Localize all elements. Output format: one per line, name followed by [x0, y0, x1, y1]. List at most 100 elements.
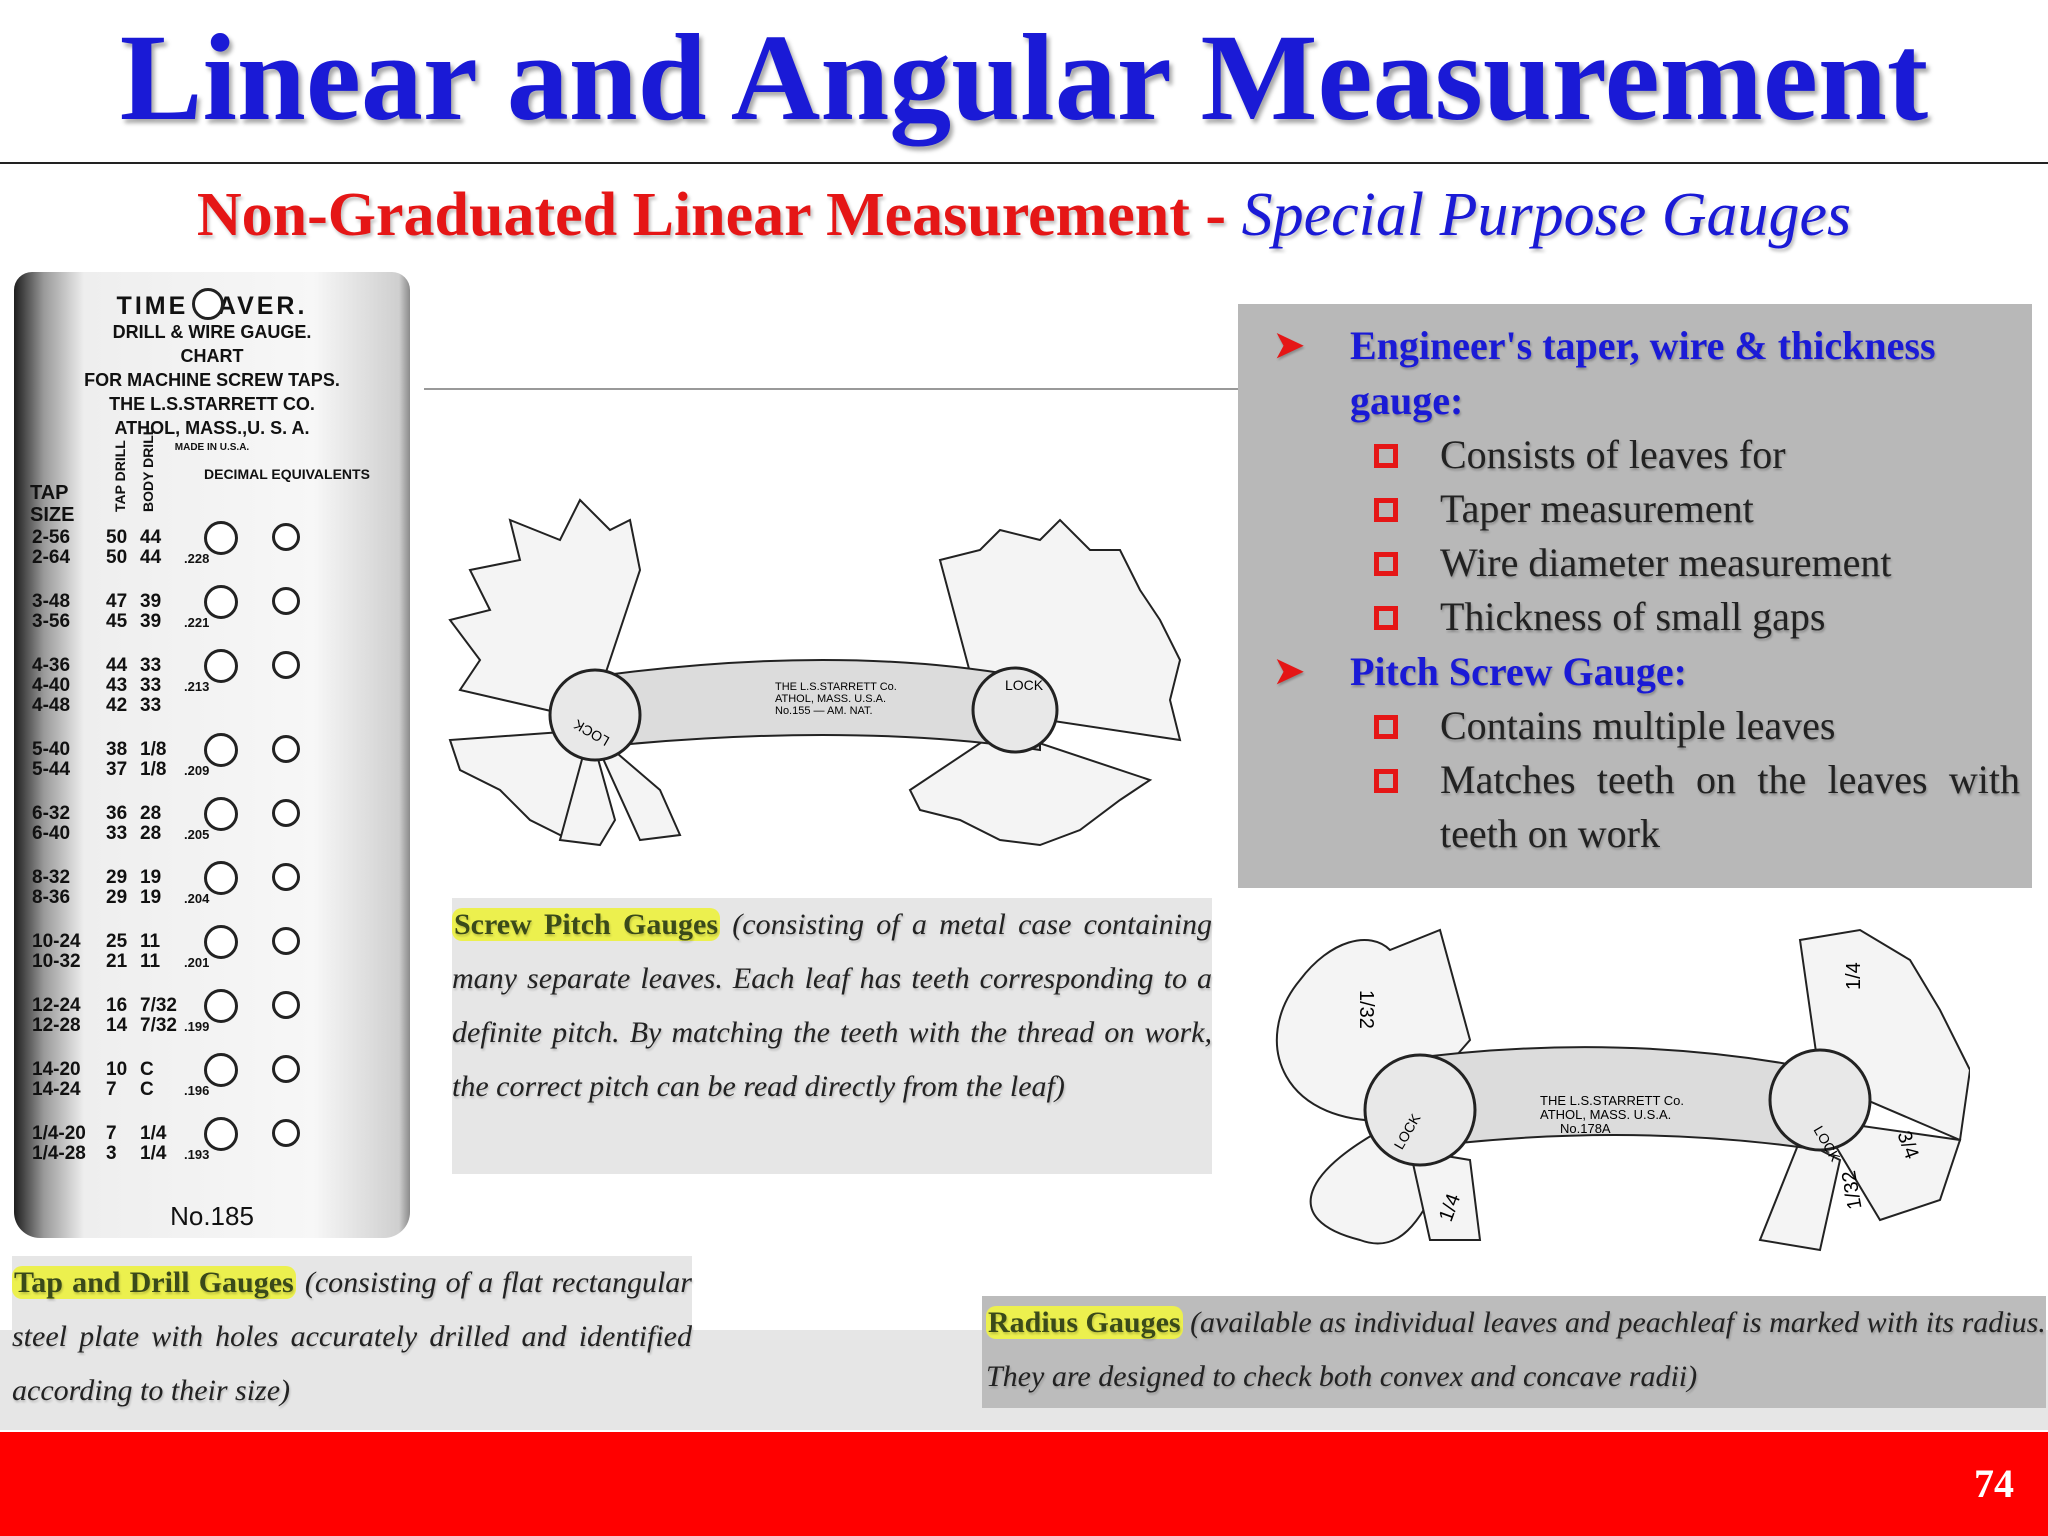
- checkbox-bullet-icon: [1374, 444, 1398, 468]
- drill-table-cell: 10-32: [32, 951, 81, 972]
- radius-text: (available as individual leaves and peac…: [986, 1306, 2046, 1393]
- drill-table-cell: 2-64: [32, 547, 71, 568]
- drill-table-cell: 36: [106, 803, 128, 824]
- drill-table-cell: 5-40: [32, 739, 71, 760]
- tap-drill-caption: Tap and Drill Gauges (consisting of a fl…: [12, 1256, 692, 1418]
- drill-table-cell: 14-24: [32, 1079, 81, 1100]
- drill-hole: [272, 523, 300, 551]
- drill-table-cell: 1/4: [140, 1143, 167, 1164]
- drill-table-cell: 4-36: [32, 655, 71, 676]
- drill-gauge-header-5: THE L.S.STARRETT CO.: [109, 394, 315, 414]
- divider-line: [424, 388, 1240, 390]
- drill-hole: [204, 989, 238, 1023]
- info-heading-1: ➤ Engineer's taper, wire & thickness gau…: [1254, 318, 2020, 428]
- drill-table-cell: 8-32: [32, 867, 71, 888]
- drill-decimal: .228: [184, 551, 210, 566]
- pitch-gauge-stamp-1: THE L.S.STARRETT Co.: [775, 681, 897, 693]
- tap-drill-text: (consisting of a flat rectangular steel …: [12, 1266, 692, 1407]
- screw-pitch-caption: Screw Pitch Gauges (consisting of a meta…: [452, 898, 1212, 1174]
- screw-pitch-highlight: Screw Pitch Gauges: [452, 908, 720, 941]
- drill-decimal: .196: [184, 1083, 210, 1098]
- tap-drill-highlight: Tap and Drill Gauges: [12, 1266, 296, 1299]
- drill-table-cell: 3-56: [32, 611, 71, 632]
- info-item: Taper measurement: [1254, 482, 2020, 536]
- drill-decimal: .213: [184, 679, 210, 694]
- drill-table-cell: 6-40: [32, 823, 71, 844]
- info-item: Consists of leaves for: [1254, 428, 2020, 482]
- checkbox-bullet-icon: [1374, 769, 1398, 793]
- drill-table-cell: 1/8: [140, 759, 167, 780]
- drill-table-cell: C: [140, 1079, 154, 1100]
- drill-decimal: .221: [184, 615, 210, 630]
- checkbox-bullet-icon: [1374, 715, 1398, 739]
- radius-gauge-image: LOCK LOCK THE L.S.STARRETT Co. ATHOL, MA…: [1276, 928, 1970, 1252]
- drill-table-cell: 44: [140, 547, 162, 568]
- drill-table-cell: 43: [106, 675, 128, 696]
- drill-hole: [204, 585, 238, 619]
- drill-table-cell: 19: [140, 867, 162, 888]
- subtitle-italic: Special Purpose Gauges: [1241, 181, 1852, 249]
- drill-table-cell: 44: [140, 527, 162, 548]
- drill-table-cell: 16: [106, 995, 128, 1016]
- page-number: 74: [1974, 1461, 2014, 1506]
- drill-table-cell: 29: [106, 867, 128, 888]
- drill-table-cell: 6-32: [32, 803, 71, 824]
- drill-table-cell: 4-40: [32, 675, 71, 696]
- drill-table-cell: 33: [140, 695, 162, 716]
- drill-table-cell: 1/8: [140, 739, 167, 760]
- drill-table-cell: 7/32: [140, 1015, 177, 1036]
- screw-pitch-text: (consisting of a metal case containing m…: [452, 908, 1212, 1103]
- info-item: Contains multiple leaves: [1254, 699, 2020, 753]
- drill-table-cell: 4-48: [32, 695, 71, 716]
- radius-gauge-stamp-1: THE L.S.STARRETT Co.: [1540, 1093, 1684, 1108]
- drill-gauge-image: TIME SAVER. DRILL & WIRE GAUGE. CHART FO…: [14, 272, 410, 1238]
- arrow-bullet-icon: ➤: [1274, 651, 1305, 691]
- footer-bar: [0, 1432, 2048, 1536]
- drill-table-cell: 8-36: [32, 887, 71, 908]
- drill-table-cell: 12-28: [32, 1015, 81, 1036]
- drill-table-cell: 7: [106, 1123, 117, 1144]
- drill-hole: [272, 799, 300, 827]
- checkbox-bullet-icon: [1374, 606, 1398, 630]
- screw-pitch-gauge-image: LOCK LOCK THE L.S.STARRETT Co. ATHOL, MA…: [448, 498, 1182, 847]
- column-header-tap-size: TAP SIZE: [30, 482, 75, 526]
- drill-hole: [204, 649, 238, 683]
- info-heading-2: ➤ Pitch Screw Gauge:: [1254, 644, 2020, 699]
- drill-hole: [272, 1055, 300, 1083]
- drill-table-cell: 14: [106, 1015, 128, 1036]
- drill-table-cell: 21: [106, 951, 128, 972]
- drill-table-cell: 33: [140, 655, 162, 676]
- drill-table-cell: 29: [106, 887, 128, 908]
- drill-gauge-header-4: FOR MACHINE SCREW TAPS.: [84, 370, 340, 390]
- drill-table-cell: 39: [140, 591, 162, 612]
- drill-hole: [204, 925, 238, 959]
- drill-table-cell: 1/4-20: [32, 1123, 86, 1144]
- drill-hole: [204, 797, 238, 831]
- drill-hole: [272, 651, 300, 679]
- drill-table-cell: 3-48: [32, 591, 71, 612]
- drill-decimal: .193: [184, 1147, 210, 1162]
- drill-hole: [272, 735, 300, 763]
- pitch-gauge-lock-label-right: LOCK: [1005, 677, 1044, 693]
- drill-hole: [204, 1117, 238, 1151]
- drill-table-cell: 50: [106, 547, 128, 568]
- drill-table-cell: 1/4-28: [32, 1143, 86, 1164]
- pitch-gauge-stamp-2: ATHOL, MASS. U.S.A.: [775, 693, 886, 705]
- info-box: ➤ Engineer's taper, wire & thickness gau…: [1238, 304, 2032, 888]
- title-divider: [0, 162, 2048, 164]
- drill-hole: [204, 521, 238, 555]
- drill-gauge-header-3: CHART: [180, 346, 244, 366]
- drill-table-cell: 2-56: [32, 527, 71, 548]
- drill-table-cell: 7/32: [140, 995, 177, 1016]
- radius-leaf-label-3: 1/4: [1843, 962, 1865, 990]
- drill-gauge-model: No.185: [170, 1201, 254, 1231]
- drill-hole: [272, 1119, 300, 1147]
- drill-table-cell: 28: [140, 823, 162, 844]
- drill-table-cell: 37: [106, 759, 128, 780]
- drill-table-cell: 45: [106, 611, 128, 632]
- radius-gauge-stamp-2: ATHOL, MASS. U.S.A.: [1540, 1107, 1671, 1122]
- drill-decimal: .199: [184, 1019, 210, 1034]
- info-item: Thickness of small gaps: [1254, 590, 2020, 644]
- checkbox-bullet-icon: [1374, 552, 1398, 576]
